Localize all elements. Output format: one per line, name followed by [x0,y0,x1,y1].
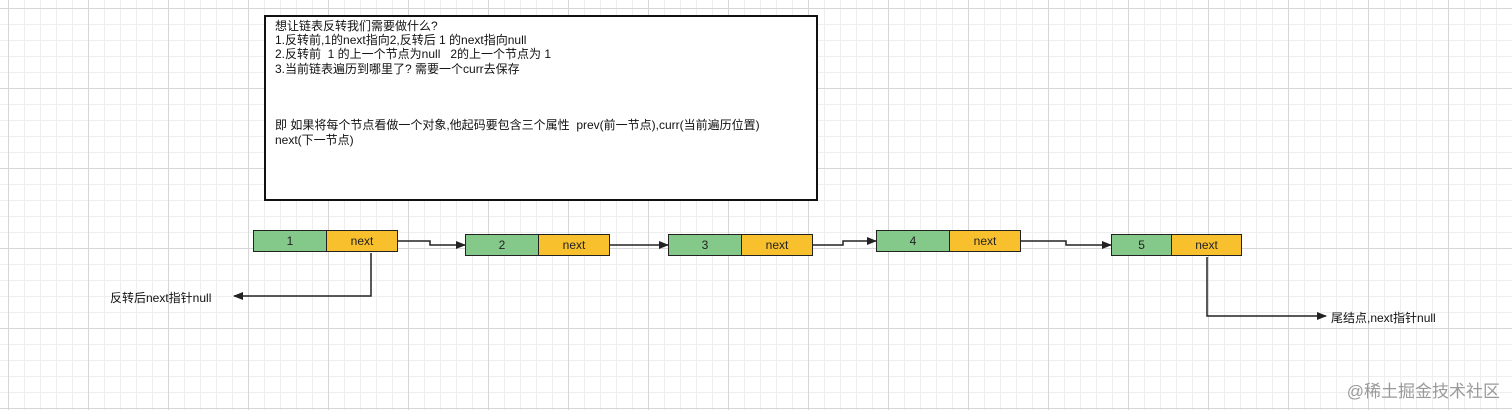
arrow-4-to-5 [1021,240,1112,249]
node-value: 5 [1112,235,1173,255]
arrow-1-to-null [233,253,372,300]
list-node-3: 3 next [668,234,813,256]
note-line: 2.反转前 1 的上一个节点为null 2的上一个节点为 1 [275,47,552,62]
explanation-note: 想让链表反转我们需要做什么? 1.反转前,1的next指向2,反转后 1 的ne… [264,15,818,201]
arrow-1-to-2 [397,240,466,249]
list-node-5: 5 next [1111,234,1242,256]
note-line: 3.当前链表遍历到哪里了? 需要一个curr去保存 [275,61,520,76]
node-next: next [327,231,397,251]
reverse-null-label: 反转后next指针null [110,291,212,305]
watermark: @稀土掘金技术社区 [1346,382,1500,401]
node-value: 2 [466,235,539,255]
node-next: next [1172,235,1241,255]
list-node-2: 2 next [465,234,610,256]
note-line: 1.反转前,1的next指向2,反转后 1 的next指向null [275,33,527,48]
note-line: 想让链表反转我们需要做什么? [275,19,438,33]
node-next: next [742,235,812,255]
list-node-1: 1 next [253,230,398,252]
note-line: next(下一节点) [275,132,354,147]
node-value: 3 [669,235,742,255]
node-value: 4 [877,231,950,251]
note-line: 即 如果将每个节点看做一个对象,他起码要包含三个属性 prev(前一节点),cu… [275,118,760,133]
node-next: next [950,231,1020,251]
node-value: 1 [254,231,327,251]
arrow-5-to-null [1206,257,1327,320]
arrow-3-to-4 [812,237,877,246]
node-next: next [539,235,609,255]
list-node-4: 4 next [876,230,1021,252]
tail-null-label: 尾结点,next指针null [1331,311,1436,325]
